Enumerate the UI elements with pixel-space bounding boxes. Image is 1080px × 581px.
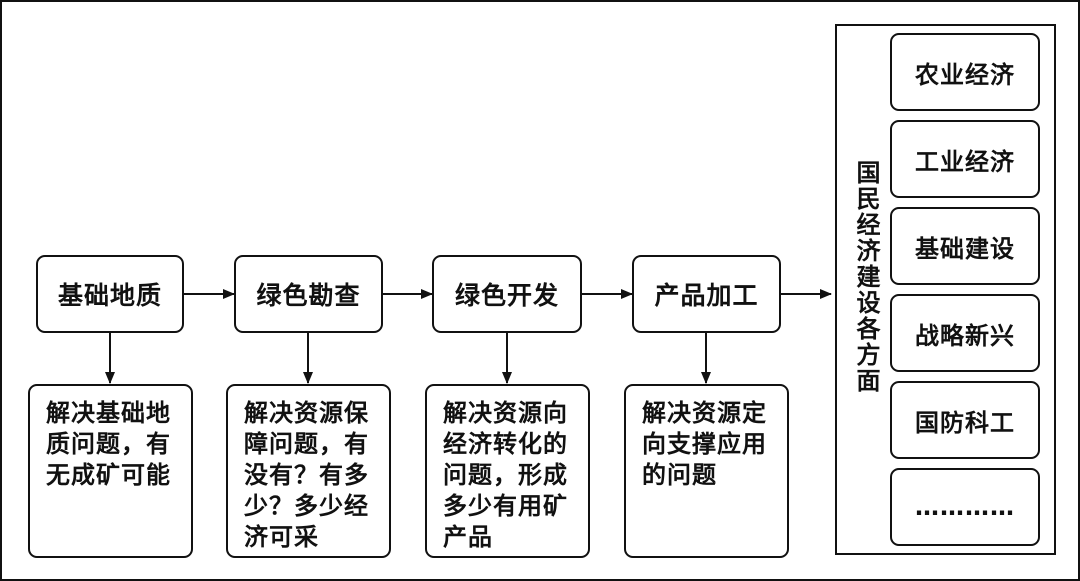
stage-label: 基础地质 [57,281,162,310]
desc-text: 解决资源定向支撑应用的问题 [642,399,767,489]
sector-label: 工业经济 [915,147,1015,176]
stage-label: 产品加工 [654,281,759,310]
stage-box-product-processing: 产品加工 [632,255,781,333]
stage-box-basic-geology: 基础地质 [36,255,184,333]
desc-box-green-exploration: 解决资源保障问题，有没有？有多少？多少经济可采 [226,384,391,558]
desc-text: 解决基础地质问题，有无成矿可能 [46,399,171,489]
sector-box-etc: ………… [890,468,1040,546]
sector-box-strategic-emerging: 战略新兴 [890,294,1040,372]
sector-box-infrastructure: 基础建设 [890,207,1040,285]
sector-label: 国防科工 [915,408,1015,437]
desc-box-green-development: 解决资源向经济转化的问题，形成多少有用矿产品 [425,384,590,558]
sector-label: 农业经济 [915,60,1015,89]
desc-text: 解决资源向经济转化的问题，形成多少有用矿产品 [443,399,568,551]
desc-box-basic-geology: 解决基础地质问题，有无成矿可能 [28,384,193,558]
stage-label: 绿色勘查 [256,281,361,310]
sector-label: 战略新兴 [915,321,1015,350]
sector-label: 基础建设 [915,234,1015,263]
sector-box-agriculture: 农业经济 [890,33,1040,111]
stage-box-green-exploration: 绿色勘查 [234,255,383,333]
desc-box-product-processing: 解决资源定向支撑应用的问题 [624,384,789,558]
desc-text: 解决资源保障问题，有没有？有多少？多少经济可采 [244,399,369,551]
sector-box-defense: 国防科工 [890,381,1040,459]
sector-label: ………… [915,493,1015,521]
stage-box-green-development: 绿色开发 [432,255,582,333]
stage-label: 绿色开发 [454,281,559,310]
target-container [835,24,1056,555]
sector-box-industry: 工业经济 [890,120,1040,198]
target-title: 国民经济建设各方面 [852,160,880,394]
